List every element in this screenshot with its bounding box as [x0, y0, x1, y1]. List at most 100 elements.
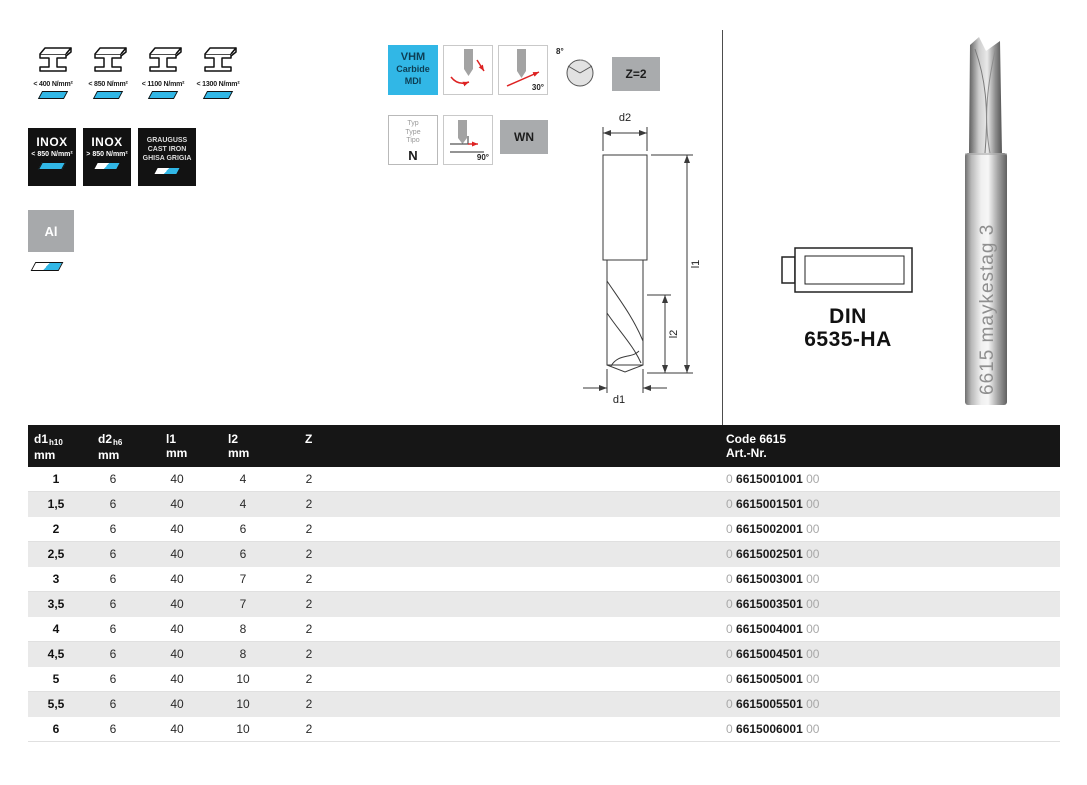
suitability-mark	[92, 162, 122, 170]
header-l2: l2 mm	[228, 432, 250, 460]
steel-material-icon: < 1300 N/mm²	[193, 45, 243, 99]
suitability-mark	[92, 91, 124, 99]
cell-z: 2	[305, 597, 313, 611]
section-divider	[722, 30, 723, 425]
inox-strength-label: < 850 N/mm²	[31, 151, 73, 158]
cell-article-code: 0 6615006001 00	[726, 722, 820, 736]
cell-article-code: 0 6615001001 00	[726, 472, 820, 486]
table-header: d1h10 mm d2h6 mm l1 mm l2 mm Z Code 6615…	[28, 425, 1060, 467]
cell-d1: 1,5	[47, 497, 65, 511]
plunge-milling-drawing	[450, 49, 485, 87]
ibeam-icon	[149, 47, 182, 72]
cell-l1: 40	[170, 572, 184, 586]
suitability-mark	[147, 91, 179, 99]
suitability-mark	[202, 91, 234, 99]
cell-z: 2	[305, 547, 313, 561]
cell-d2: 6	[109, 672, 117, 686]
steel-material-icon: < 1100 N/mm²	[138, 45, 188, 99]
cell-l2: 4	[239, 472, 247, 486]
cell-d1: 1	[52, 472, 60, 486]
cell-article-code: 0 6615001501 00	[726, 497, 820, 511]
angle-8-label: 8°	[556, 47, 564, 56]
ibeam-icon	[39, 47, 72, 72]
suitability-mark	[37, 91, 69, 99]
cell-l1: 40	[170, 597, 184, 611]
cell-l1: 40	[170, 472, 184, 486]
cast-iron-line: GRAUGUSS	[146, 137, 188, 144]
type-word: Type	[405, 128, 421, 136]
aluminum-badge: Al	[28, 210, 74, 252]
cell-l2: 4	[239, 497, 247, 511]
din-standard-line: 6535-HA	[804, 328, 892, 351]
cell-d2: 6	[109, 697, 117, 711]
dim-label-l1: l1	[690, 260, 702, 269]
corner-90deg-icon: 90°	[443, 115, 493, 165]
cell-l1: 40	[170, 672, 184, 686]
inox-badge: INOX > 850 N/mm²	[83, 128, 131, 186]
type-word: Typ	[407, 120, 419, 127]
dim-label-l2: l2	[668, 330, 680, 339]
angle-30-label: 30°	[531, 83, 544, 92]
cell-l1: 40	[170, 547, 184, 561]
cell-l1: 40	[170, 497, 184, 511]
cast-iron-line: GHISA GRIGIA	[142, 155, 192, 162]
dimension-table: d1h10 mm d2h6 mm l1 mm l2 mm Z Code 6615…	[28, 425, 1060, 742]
cell-l2: 8	[239, 622, 247, 636]
steel-strength-label: < 850 N/mm²	[88, 81, 128, 88]
cell-d1: 6	[52, 722, 60, 736]
cell-d2: 6	[109, 522, 117, 536]
end-view-drawing	[566, 59, 594, 87]
cell-z: 2	[305, 647, 313, 661]
cell-d1: 5,5	[47, 697, 65, 711]
shank-drawing	[781, 247, 913, 293]
steel-strength-label: < 400 N/mm²	[33, 81, 73, 88]
end-mill-dimension-drawing: d2 l1 l2 d1	[583, 112, 702, 405]
tool-photo: 6615 maykestag 3	[965, 37, 1007, 405]
shank-type-label: WN	[514, 130, 534, 144]
cell-l1: 40	[170, 522, 184, 536]
cell-d2: 6	[109, 497, 117, 511]
cell-d1: 2,5	[47, 547, 65, 561]
inox-title: INOX	[36, 135, 68, 149]
cell-z: 2	[305, 622, 313, 636]
inox-title: INOX	[91, 135, 123, 149]
ibeam-icon	[204, 47, 237, 72]
cell-l2: 10	[236, 722, 250, 736]
cell-l2: 6	[239, 547, 247, 561]
shank-standard-block: DIN 6535-HA	[778, 240, 918, 351]
inox-badge: INOX < 850 N/mm²	[28, 128, 76, 186]
steel-strength-label: < 1300 N/mm²	[196, 81, 240, 88]
carbide-badge: VHM Carbide MDI	[388, 45, 438, 95]
cell-l2: 7	[239, 572, 247, 586]
flute-count-badge: Z=2	[612, 57, 660, 91]
ramping-30deg-icon: 30°	[498, 45, 548, 95]
cell-l1: 40	[170, 647, 184, 661]
cell-z: 2	[305, 722, 313, 736]
cell-l2: 10	[236, 672, 250, 686]
suitability-mark	[30, 262, 64, 271]
flute-count-label: Z=2	[625, 67, 647, 81]
cell-l2: 10	[236, 697, 250, 711]
header-d1: d1h10 mm	[34, 432, 63, 462]
cast-iron-badge: GRAUGUSS CAST IRON GHISA GRIGIA	[138, 128, 196, 186]
cell-d2: 6	[109, 472, 117, 486]
type-badge: Typ Type Tipo N	[388, 115, 438, 165]
cell-article-code: 0 6615005501 00	[726, 697, 820, 711]
cell-article-code: 0 6615004001 00	[726, 622, 820, 636]
cell-d2: 6	[109, 647, 117, 661]
cell-d1: 4,5	[47, 647, 65, 661]
shank-section	[965, 153, 1007, 405]
type-value: N	[408, 147, 418, 163]
cell-d1: 3,5	[47, 597, 65, 611]
carbide-line: Carbide	[396, 64, 430, 74]
steel-material-icon: < 400 N/mm²	[28, 45, 78, 99]
cell-article-code: 0 6615003501 00	[726, 597, 820, 611]
cell-d1: 2	[52, 522, 60, 536]
cell-article-code: 0 6615003001 00	[726, 572, 820, 586]
ramping-drawing	[506, 49, 540, 87]
corner-drawing	[450, 120, 484, 153]
